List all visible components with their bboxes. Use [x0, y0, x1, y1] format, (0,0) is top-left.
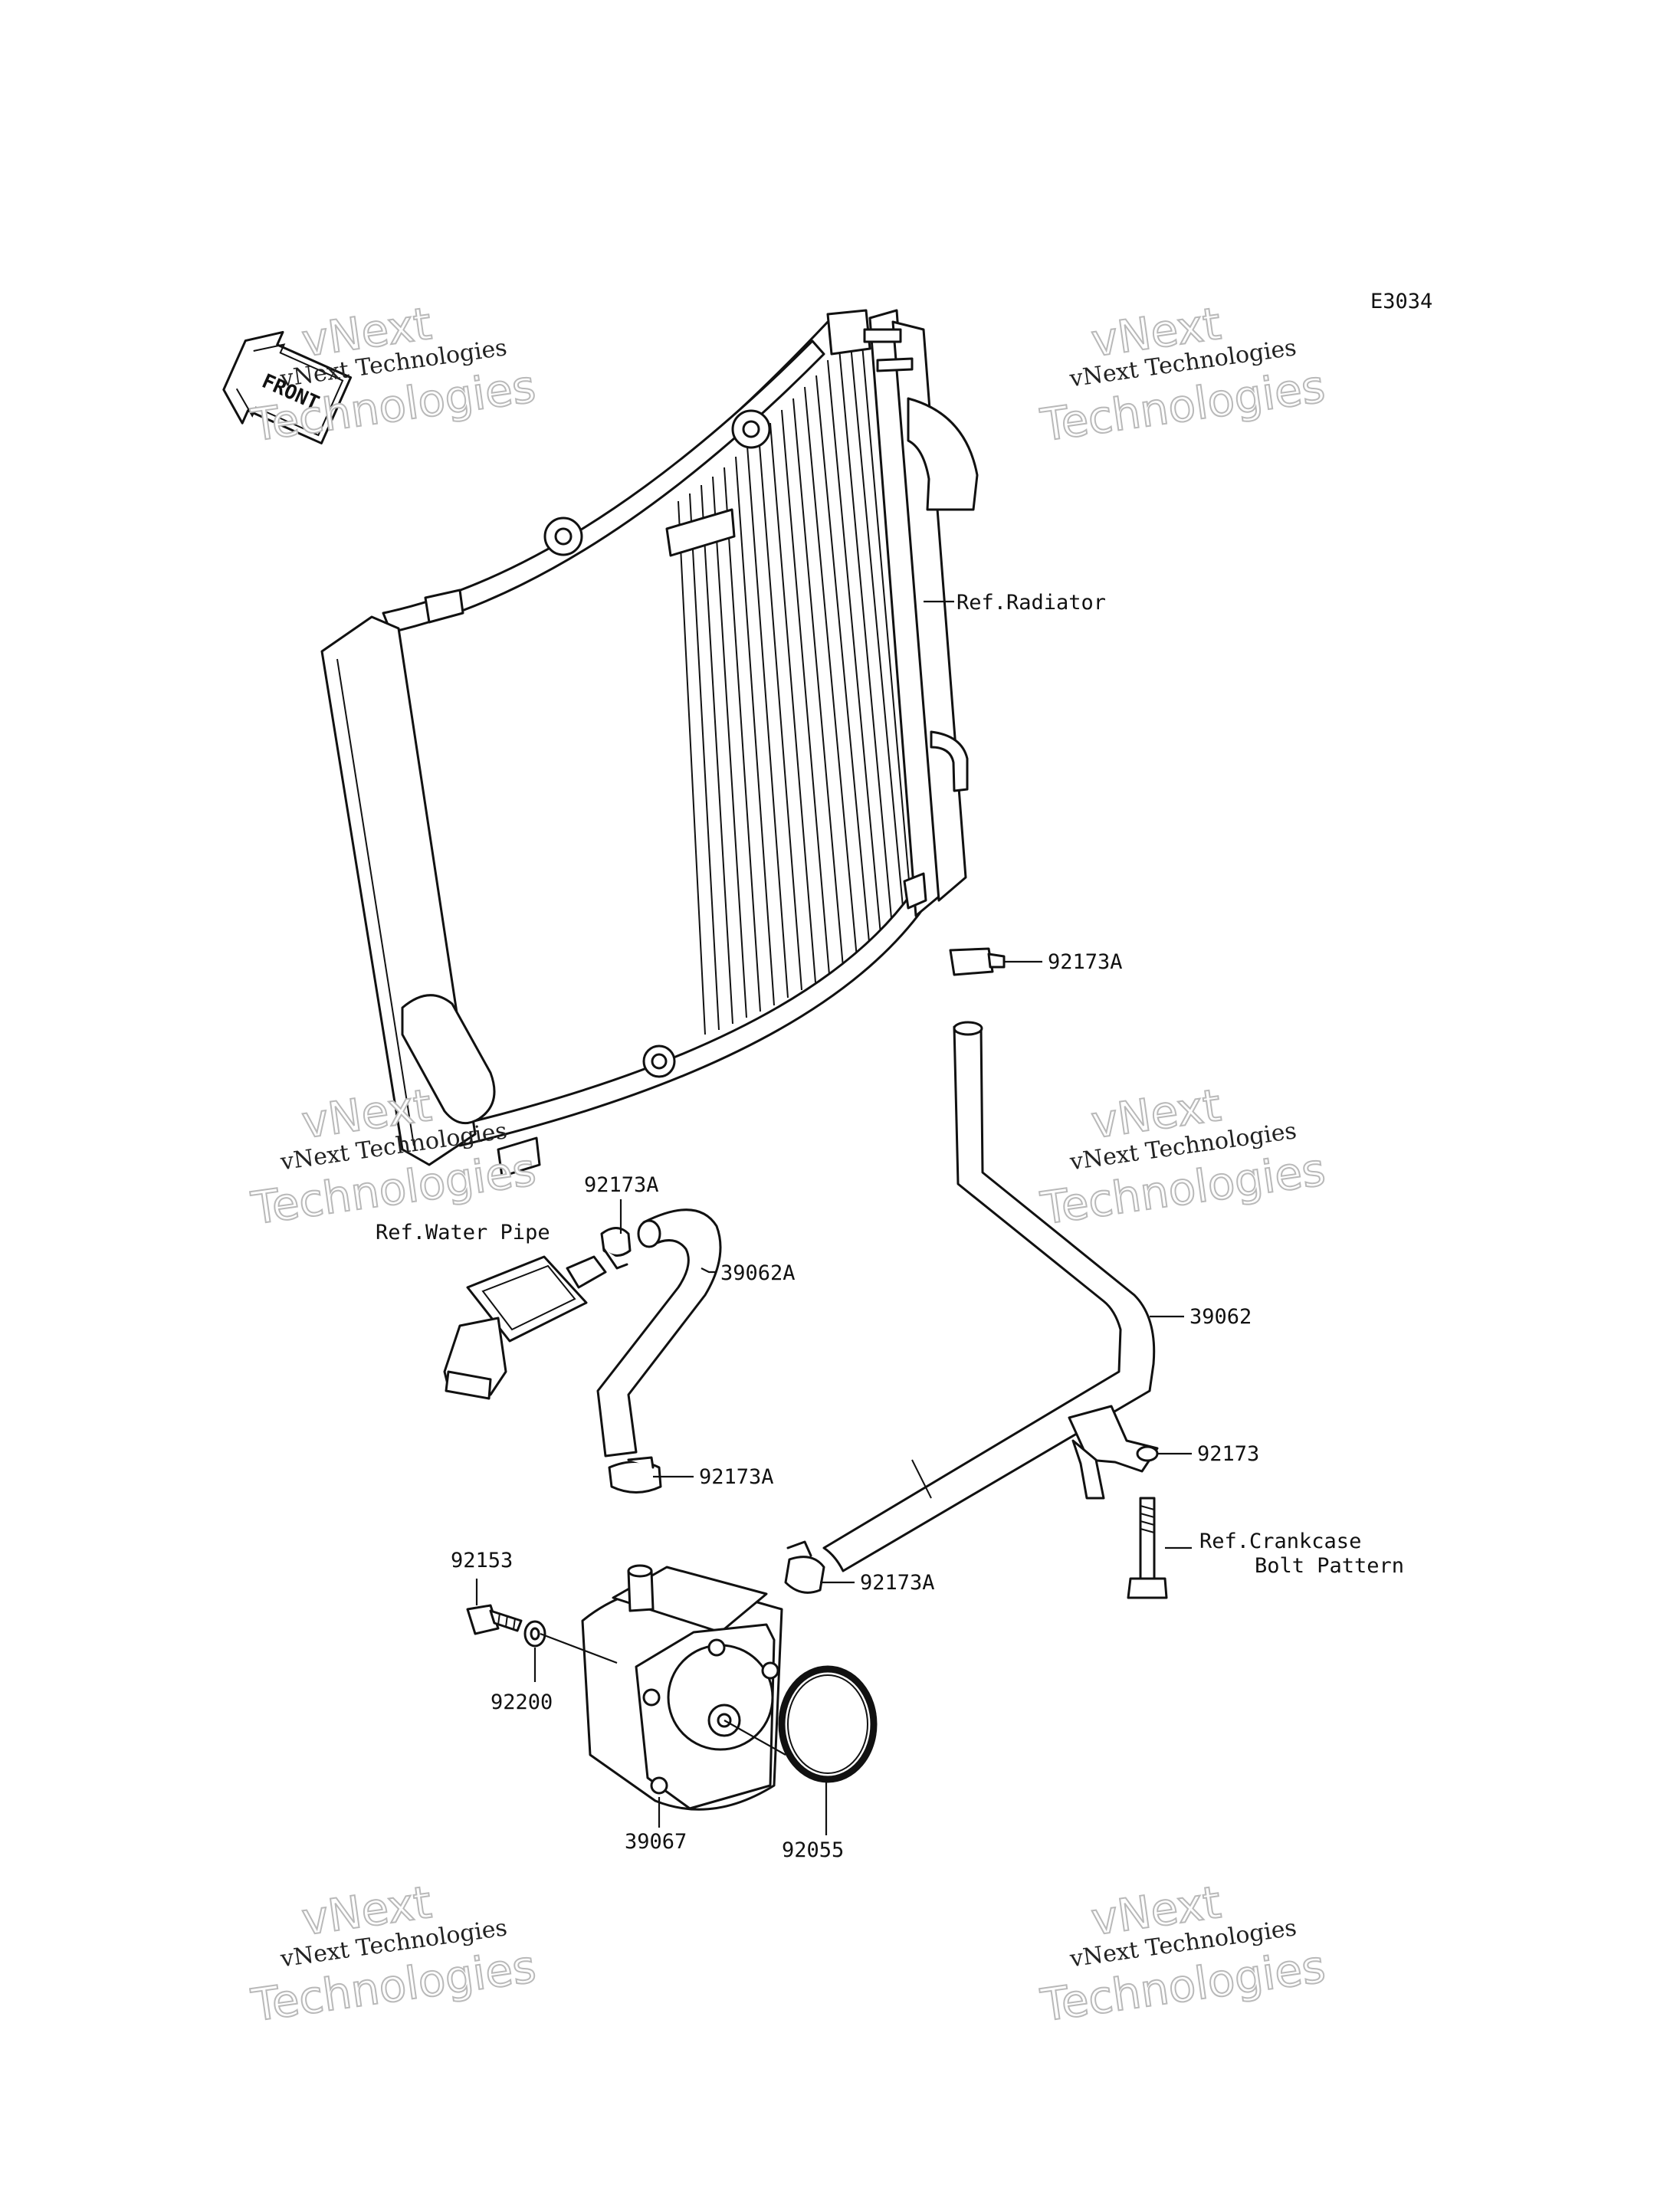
oil-cooler-39067: [581, 1564, 783, 1811]
watermark-bottom-left: vNext vNext Technologies Technologies: [248, 1875, 540, 2032]
clamp-92173A-upper-right: [949, 947, 1006, 976]
label-ref-radiator: Ref.Radiator: [956, 591, 1106, 615]
leader-lines: [475, 600, 1192, 1835]
bolt-92153: [466, 1604, 523, 1635]
crankcase-bolt: [1127, 1497, 1168, 1599]
label-92153: 92153: [451, 1549, 513, 1572]
label-92173A-lower-right: 92173A: [860, 1571, 935, 1595]
label-92173: 92173: [1197, 1442, 1259, 1466]
radiator-inlet-elbow: [907, 397, 979, 511]
radiator-bleed-pipe: [930, 730, 969, 792]
label-92055: 92055: [782, 1838, 844, 1862]
radiator-core: [386, 320, 921, 1143]
water-pipe-fitting: [443, 1255, 607, 1400]
front-arrow-icon: FRONT: [222, 330, 353, 444]
label-39067: 39067: [625, 1830, 687, 1854]
label-39062A: 39062A: [720, 1261, 796, 1285]
watermark-mid-right: vNext vNext Technologies Technologies: [1037, 1078, 1329, 1235]
o-ring-92055: [778, 1665, 878, 1783]
label-92173A-upper-left: 92173A: [584, 1173, 659, 1197]
label-ref-water-pipe: Ref.Water Pipe: [376, 1221, 550, 1244]
bracket-92173: [1068, 1405, 1159, 1500]
label-92173A-mid-left: 92173A: [699, 1465, 774, 1489]
hose-39062: [822, 1025, 1156, 1572]
watermark-top-right: vNext vNext Technologies Technologies: [1036, 297, 1328, 452]
clamp-92173A-lower-right: [784, 1540, 825, 1594]
label-ref-crankcase-1: Ref.Crankcase: [1199, 1530, 1361, 1553]
hose-39062A: [596, 1208, 722, 1458]
label-92173A-upper-right: 92173A: [1048, 950, 1123, 974]
diagram-code: E3034: [1370, 290, 1432, 313]
watermark-top-left: vNext vNext Technologies Technologies: [247, 297, 539, 452]
label-ref-crankcase-2: Bolt Pattern: [1255, 1554, 1404, 1578]
label-39062: 39062: [1189, 1305, 1252, 1329]
clamp-92173A-upper-left: [600, 1227, 632, 1270]
label-92200: 92200: [491, 1690, 553, 1714]
clamp-92173A-mid-left: [608, 1456, 662, 1494]
radiator-filler-neck: [826, 309, 871, 356]
radiator: [320, 309, 979, 1178]
radiator-fins: [678, 344, 913, 1035]
watermark-bottom-right: vNext vNext Technologies Technologies: [1037, 1875, 1329, 2032]
radiator-outlet-stub: [401, 994, 496, 1125]
radiator-right-side-plate: [891, 320, 967, 902]
